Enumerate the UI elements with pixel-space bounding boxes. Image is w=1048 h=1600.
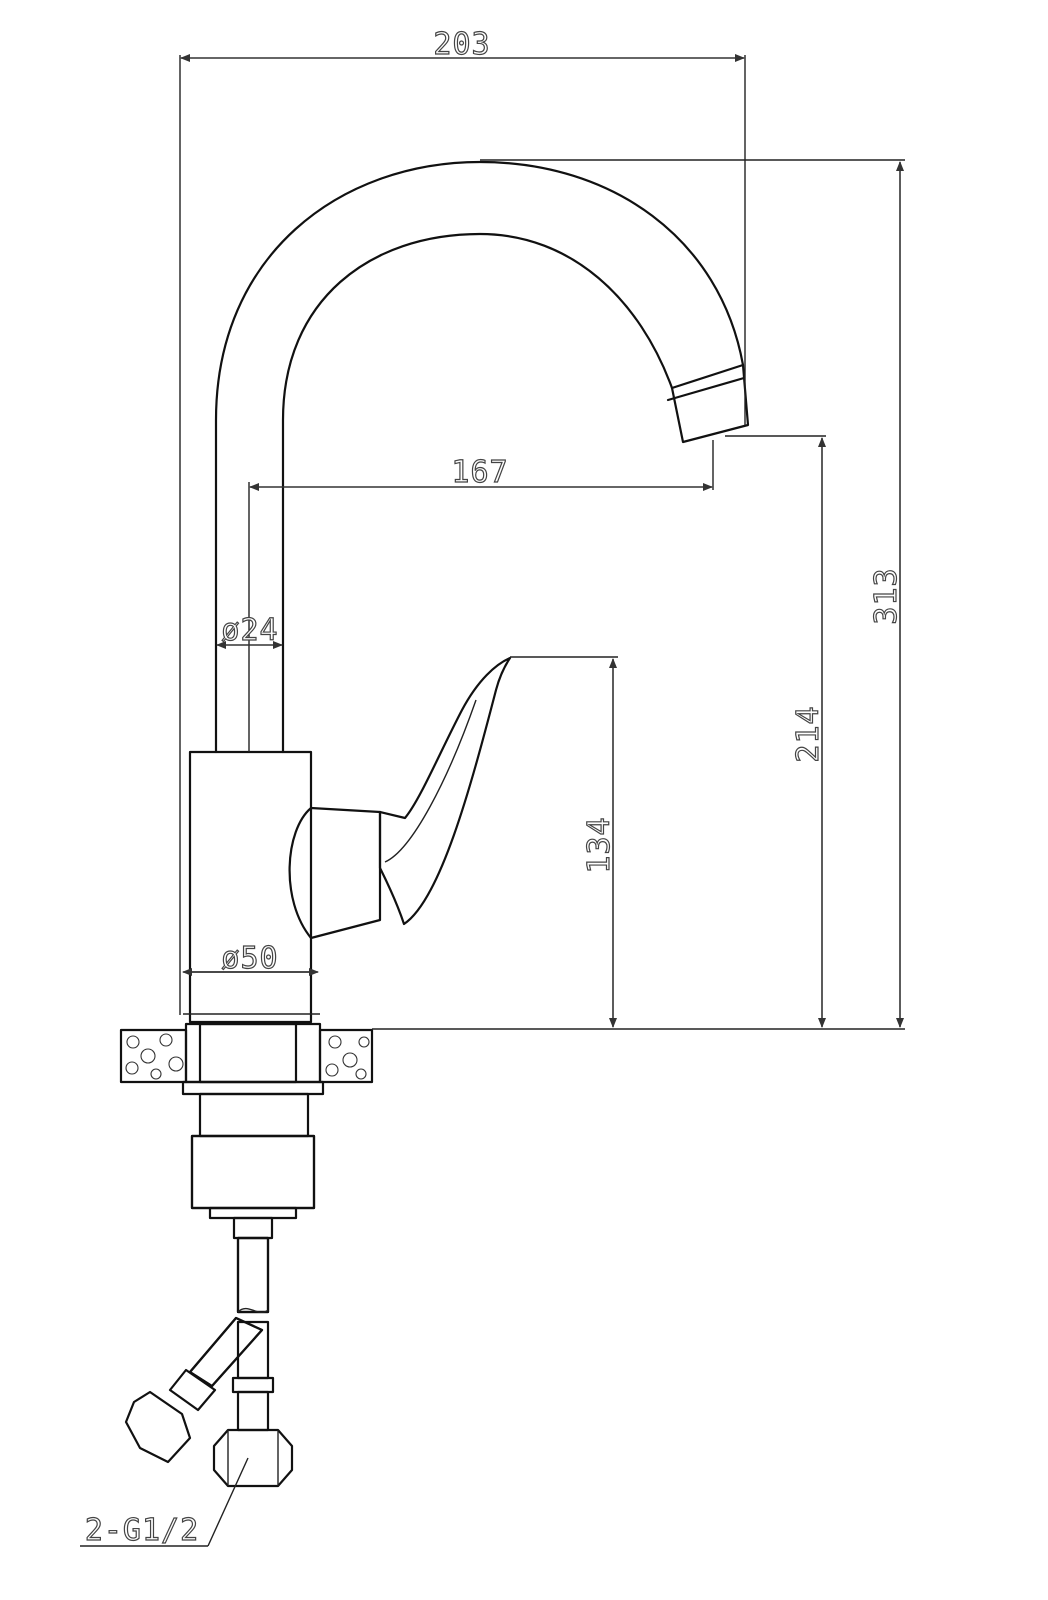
- hose-fitting-left: [124, 1390, 192, 1464]
- mounting-nut: [190, 1134, 316, 1210]
- label-spout-reach: 167: [451, 455, 508, 490]
- cartridge-housing: [288, 806, 382, 940]
- dimension-labels: 203 167 ø24 ø50 313 214 134 2-G1/2: [84, 26, 904, 1548]
- mounting-assembly: [181, 1022, 325, 1240]
- label-overall-height: 313: [869, 567, 904, 624]
- faucet-body: [188, 750, 313, 1024]
- spout-outer: [214, 160, 745, 754]
- spout-inner: [281, 232, 674, 754]
- label-overall-width: 203: [433, 27, 490, 62]
- dimension-lines: [80, 54, 905, 1547]
- label-handle-height: 134: [582, 816, 617, 873]
- lever-handle: [378, 656, 512, 926]
- hose-fitting-right: [212, 1428, 294, 1488]
- label-outlet-height: 214: [791, 705, 826, 762]
- spout-aerator: [670, 363, 750, 444]
- label-body-diameter: ø50: [221, 941, 278, 976]
- label-connection: 2-G1/2: [85, 1513, 199, 1548]
- supply-hoses: [124, 1236, 294, 1488]
- label-spout-diameter: ø24: [221, 613, 278, 648]
- faucet-outline: [183, 160, 750, 1024]
- countertop: [119, 1028, 374, 1084]
